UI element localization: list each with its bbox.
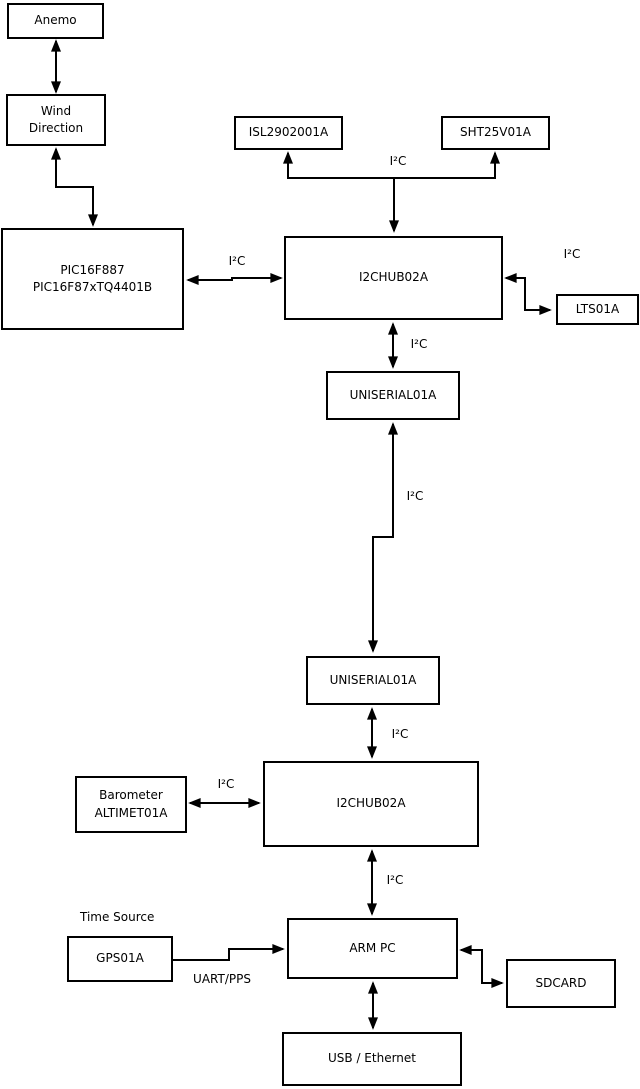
node-lts01a: LTS01A [556,294,639,325]
node-uniserial01a-bottom: UNISERIAL01A [306,656,440,705]
edge-winddirection-pic [51,147,98,227]
edge-armpc-sdcard [459,945,504,988]
node-isl2902001a: ISL2902001A [234,116,343,150]
i2c-label-sensor-tee: I²C [389,154,407,168]
node-i2chub02a-bottom: I2CHUB02A [263,761,479,847]
node-uniserial01a-top: UNISERIAL01A [326,371,460,420]
node-i2chub02a-top: I2CHUB02A [284,236,503,320]
edge-i2chubtop-lts [504,273,552,315]
node-arm-pc: ARM PC [287,918,458,979]
i2c-label-hub2-armpc: I²C [386,873,404,887]
edge-gps-armpc [173,944,285,961]
time-source-label: Time Source [80,910,155,924]
node-gps01a: GPS01A [67,936,173,982]
i2c-label-hub-uniserial: I²C [410,337,428,351]
node-wind-direction: Wind Direction [6,94,106,146]
uart-pps-label: UART/PPS [193,972,251,986]
node-anemo: Anemo [7,3,104,39]
node-sht25v01a: SHT25V01A [441,116,550,150]
i2c-label-lts: I²C [563,247,581,261]
i2c-label-uniserial-hub2: I²C [391,727,409,741]
node-pic16f887: PIC16F887 PIC16F87xTQ4401B [1,228,184,330]
edge-isl-sht-tee [283,151,500,179]
i2c-label-barometer: I²C [217,777,235,791]
edge-pic-i2chubtop [186,273,283,285]
node-usb-ethernet: USB / Ethernet [282,1032,462,1086]
i2c-label-pic-hub: I²C [228,254,246,268]
node-sdcard: SDCARD [506,959,616,1008]
node-barometer-altimet01a: Barometer ALTIMET01A [75,776,187,833]
i2c-label-long-link: I²C [406,489,424,503]
edge-uniserialtop-uniserialbottom [368,422,398,653]
